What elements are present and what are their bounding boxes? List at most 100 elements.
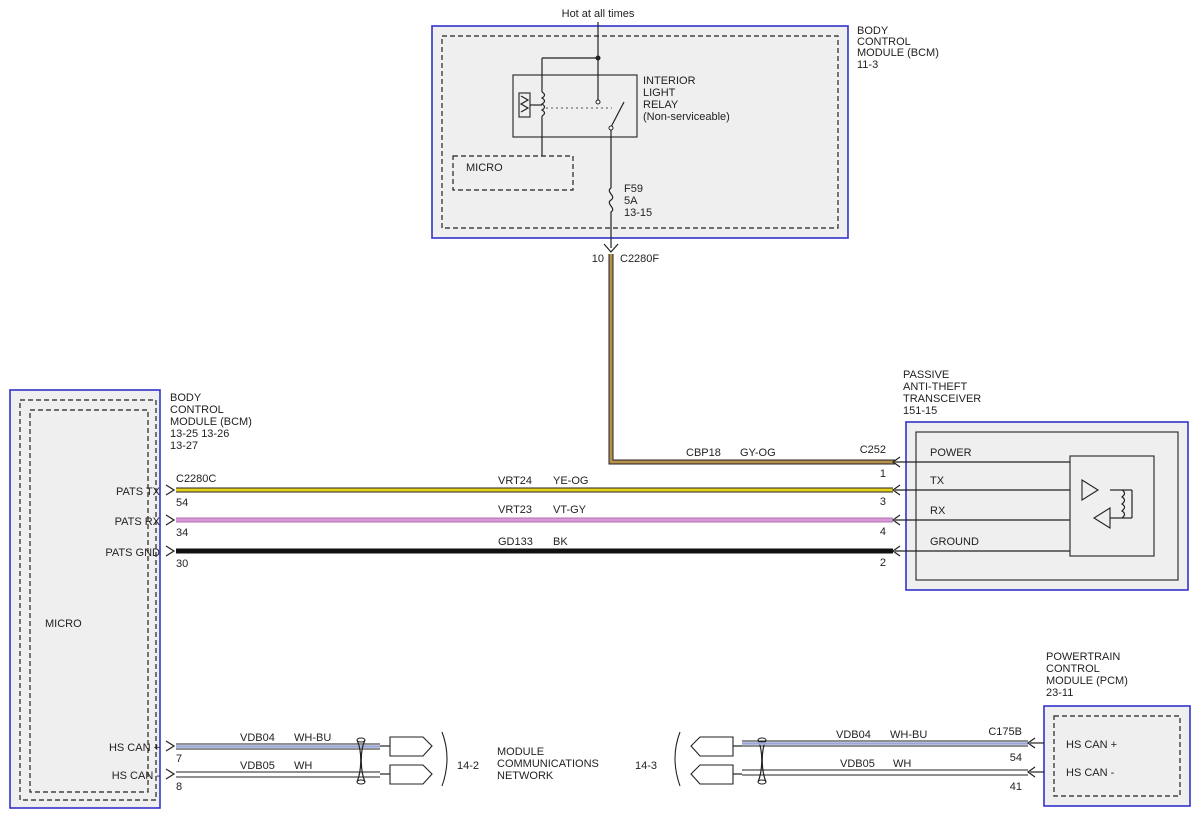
pats-module: PASSIVE ANTI-THEFT TRANSCEIVER 151-15 C2… [860,369,1189,591]
c2280c-label: C2280C [176,473,216,485]
vdb04-right-circuit-color: WH-BU [890,729,927,741]
vdb04-left-circuit-color: WH-BU [294,732,331,744]
pcm-pin-label-hs-can-plus: HS CAN + [1066,739,1117,751]
vdb05-right-circuit-id: VDB05 [840,758,875,770]
bcm-top-title-3: MODULE (BCM) [857,47,939,59]
pcm-title-2: CONTROL [1046,663,1100,675]
relay-label-2: LIGHT [643,87,676,99]
pcm-pin-label-hs-can-minus: HS CAN - [1066,767,1115,779]
bcm-top-page-ref: 11-3 [857,59,878,71]
wire-vdb05-right: VDB05 WH [742,758,1028,776]
pcm-page-ref: 23-11 [1046,687,1073,699]
vdb05-left-circuit-id: VDB05 [240,760,275,772]
pats-pin-label-ground: GROUND [930,536,979,548]
twisted-pair-left-icon [356,737,366,785]
pin-number-34: 34 [176,527,188,539]
relay-switch-icon [595,99,625,188]
twisted-pair-right-icon [757,737,767,785]
bcm-left-micro-label: MICRO [45,618,82,630]
left-network-ref: 14-2 [457,760,479,772]
pcm-connector-icons [1026,737,1044,778]
relay-label-4: (Non-serviceable) [643,111,730,123]
fuse-label-3: 13-15 [624,207,652,219]
vdb05-right-circuit-color: WH [893,758,911,770]
fuse-icon [608,187,614,248]
pats-pin-label-tx: TX [930,475,945,487]
pats-title-3: TRANSCEIVER [903,393,981,405]
wire-vrt23: VRT23 VT-GY [176,504,893,523]
bcm-left-title-2: CONTROL [170,404,224,416]
wire-vrt24: VRT24 YE-OG [176,475,893,493]
vdb04-left-circuit-id: VDB04 [240,732,275,744]
wire-gd133: GD133 BK [176,536,893,554]
gd133-circuit-id: GD133 [498,536,533,548]
bcm-top-micro-box [452,155,574,191]
wire-vdb05-left: VDB05 WH [176,760,380,778]
fuse-label-1: F59 [624,183,643,195]
bcm-left-title-1: BODY [170,392,202,404]
vdb05-left-circuit-color: WH [294,760,312,772]
pats-pin-2: 2 [880,557,886,569]
network-arrow-right-icons [674,731,742,787]
pin-label-hs-can-plus: HS CAN + [109,742,160,754]
pcm-title-1: POWERTRAIN [1046,651,1120,663]
pin-number-7: 7 [176,753,182,765]
vdb04-right-circuit-id: VDB04 [836,729,871,741]
pcm-pin-54: 54 [1010,752,1022,764]
bcm-top-micro-label: MICRO [466,162,503,174]
pats-title-2: ANTI-THEFT [903,381,967,393]
fuse-label-2: 5A [624,195,638,207]
network-label-3: NETWORK [497,770,554,782]
cbp18-circuit-id: CBP18 [686,447,721,459]
pcm-module: POWERTRAIN CONTROL MODULE (PCM) 23-11 C1… [988,651,1191,807]
c175b-label: C175B [988,726,1022,738]
vrt24-circuit-color: YE-OG [553,475,588,487]
bcm-top-module: Hot at all times BODY CONTROL MODULE (BC… [431,8,939,265]
connector-c2280f-icon [603,243,619,253]
pats-pin-1: 1 [880,468,886,480]
bcm-left-module: MICRO BODY CONTROL MODULE (BCM) 13-25 13… [9,389,252,809]
wire-vdb04-right: VDB04 WH-BU [742,729,1028,747]
pats-pin-label-power: POWER [930,447,972,459]
pats-pin-4: 4 [880,526,886,538]
pcm-title-3: MODULE (PCM) [1046,675,1128,687]
vrt23-circuit-color: VT-GY [553,504,587,516]
relay-coil-icon [518,58,612,156]
pin-label-pats-rx: PATS RX [115,516,161,528]
bcm-left-refs-1: 13-25 13-26 [170,428,229,440]
pats-title-1: PASSIVE [903,369,949,381]
pats-pin-label-rx: RX [930,505,946,517]
pin-number-30: 30 [176,558,188,570]
hot-at-all-times-label: Hot at all times [562,8,635,20]
pin-label-pats-tx: PATS TX [116,486,161,498]
network-arrow-left-icons [380,731,448,787]
relay-label-3: RELAY [643,99,679,111]
cbp18-circuit-color: GY-OG [740,447,776,459]
pin-label-hs-can-minus: HS CAN - [112,770,161,782]
wire-vdb04-left: VDB04 WH-BU [176,732,380,750]
relay-label-1: INTERIOR [643,75,696,87]
bcm-top-title-1: BODY [857,25,889,37]
bcm-top-title-2: CONTROL [857,36,911,48]
pats-pin-3: 3 [880,496,886,508]
pin-label-pats-gnd: PATS GND [105,547,160,559]
vrt24-circuit-id: VRT24 [498,475,532,487]
bcm-left-connector-icons [165,484,176,780]
vrt23-circuit-id: VRT23 [498,504,532,516]
c2280f-label: C2280F [620,253,659,265]
transceiver-icon [1069,455,1155,557]
bcm-left-title-3: MODULE (BCM) [170,416,252,428]
network-label-1: MODULE [497,746,544,758]
pin-number-8: 8 [176,781,182,793]
bcm-left-refs-2: 13-27 [170,440,198,452]
pats-page-ref: 151-15 [903,405,937,417]
pcm-pin-41: 41 [1010,781,1022,793]
c252-label: C252 [860,444,886,456]
right-network-ref: 14-3 [635,760,657,772]
network-label-2: COMMUNICATIONS [497,758,599,770]
relay-box [512,74,638,138]
gd133-circuit-color: BK [553,536,568,548]
c2280f-pin: 10 [592,253,604,265]
wire-cbp18: CBP18 GY-OG [608,254,895,465]
